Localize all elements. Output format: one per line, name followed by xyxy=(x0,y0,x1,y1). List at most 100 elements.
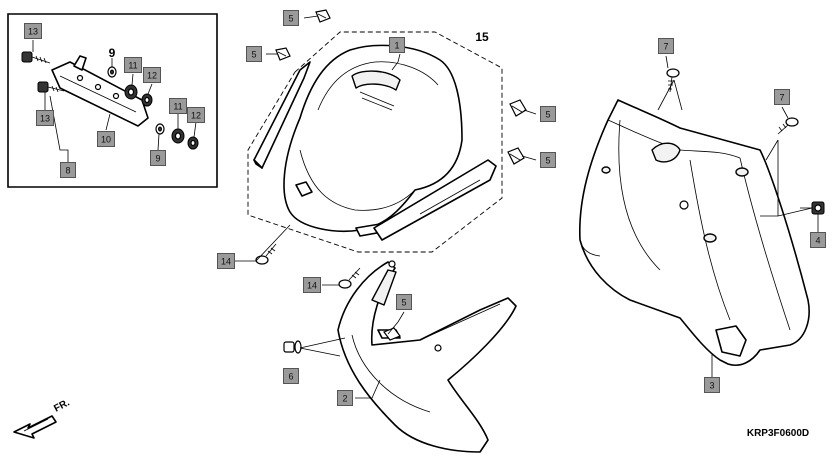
callout-tag-label: 5 xyxy=(545,156,550,166)
inset-leaders xyxy=(32,40,197,162)
inner-cover-part-3 xyxy=(578,99,810,366)
callout-tag-box xyxy=(36,110,54,126)
callout-tag-box xyxy=(150,150,166,166)
callout-tag-box xyxy=(143,67,161,83)
clip-5-top-icon xyxy=(315,9,331,23)
callout-tag-4: 4 xyxy=(810,232,826,248)
callout-tag-10: 10 xyxy=(97,131,115,147)
bolt-13-upper-icon xyxy=(21,51,51,64)
side-strip-right xyxy=(373,159,497,241)
callout-tag-box xyxy=(704,377,720,393)
callout-tag-label: 1 xyxy=(394,41,399,51)
callout-tag-1: 1 xyxy=(389,37,405,53)
screw-14-center-icon xyxy=(338,267,361,289)
callout-tag-box xyxy=(658,38,674,54)
callout-tag-box xyxy=(337,390,353,406)
screw-7-upper-icon xyxy=(666,68,680,93)
callout-tag-label: 10 xyxy=(101,135,111,145)
assembly-number-15: 15 xyxy=(475,30,489,44)
nut-12-lower-icon xyxy=(187,136,199,150)
callout-tag-12: 12 xyxy=(187,107,205,123)
callout-tag-box xyxy=(774,89,790,105)
callout-tag-13: 13 xyxy=(36,110,54,126)
callout-tag-14: 14 xyxy=(217,253,235,269)
callout-tag-label: 14 xyxy=(307,281,317,291)
callout-tag-14: 14 xyxy=(303,277,321,293)
front-indicator-label: FR. xyxy=(52,397,72,414)
callout-tag-label: 11 xyxy=(173,102,182,112)
callout-tag-box xyxy=(97,131,115,147)
callout-tag-label: 5 xyxy=(401,298,406,308)
callout-tag-box xyxy=(24,23,42,39)
callout-tag-box xyxy=(540,152,556,168)
clip-5-lower-icon xyxy=(383,327,401,341)
callout-tag-box xyxy=(60,162,76,178)
callout-tag-5: 5 xyxy=(540,152,556,168)
front-cover-part-1 xyxy=(283,44,463,237)
callout-tag-5: 5 xyxy=(246,46,262,62)
callout-tag-5: 5 xyxy=(283,10,299,26)
callout-tag-box xyxy=(283,10,299,26)
assembly-15-outline xyxy=(247,31,503,253)
center-leaders xyxy=(235,15,537,399)
callout-tag-box xyxy=(540,106,556,122)
plain-label-9: 9 xyxy=(109,46,116,60)
callout-tag-5: 5 xyxy=(540,106,556,122)
callout-tag-label: 13 xyxy=(40,114,50,124)
callout-tag-label: 2 xyxy=(342,394,347,404)
callout-tag-label: 14 xyxy=(221,257,231,267)
callout-tag-9: 9 xyxy=(150,150,166,166)
callout-tag-box xyxy=(187,107,205,123)
callout-tag-label: 11 xyxy=(128,61,137,71)
callout-tag-box xyxy=(303,277,321,293)
callout-tag-7: 7 xyxy=(658,38,674,54)
clip-5-right-upper-icon xyxy=(509,99,527,117)
bolt-13-lower-icon xyxy=(37,81,65,93)
callout-tag-label: 5 xyxy=(545,110,550,120)
callout-tag-label: 12 xyxy=(191,111,201,121)
callout-tag-box xyxy=(810,232,826,248)
callout-tag-box xyxy=(217,253,235,269)
nut-12-upper-icon xyxy=(141,93,153,107)
callout-tag-box xyxy=(389,37,405,53)
callout-tag-8: 8 xyxy=(60,162,76,178)
callout-tag-label: 6 xyxy=(288,372,293,382)
callout-tag-5: 5 xyxy=(396,294,412,310)
callout-tag-label: 5 xyxy=(251,50,256,60)
callout-tag-label: 8 xyxy=(65,166,70,176)
callout-tag-7: 7 xyxy=(774,89,790,105)
callout-tag-box xyxy=(283,368,299,384)
callout-tag-box xyxy=(246,46,262,62)
callout-tag-2: 2 xyxy=(337,390,353,406)
callout-tag-box xyxy=(396,294,412,310)
screw-14-left-icon xyxy=(255,243,277,265)
drawing-code: KRP3F0600D xyxy=(747,428,809,439)
inset-frame xyxy=(7,13,218,188)
clip-5-left-icon xyxy=(275,47,291,61)
callout-tag-box xyxy=(124,57,142,73)
bracket-part-10 xyxy=(51,55,149,127)
washer-9-upper-icon xyxy=(107,66,117,78)
callout-tag-label: 3 xyxy=(709,381,714,391)
right-leaders xyxy=(657,55,819,377)
callout-tag-box xyxy=(169,98,187,114)
callout-tag-label: 9 xyxy=(155,154,160,164)
clip-5-right-lower-icon xyxy=(507,147,525,165)
callout-tag-label: 13 xyxy=(28,27,38,37)
callout-tag-label: 7 xyxy=(663,42,668,52)
screw-7-lower-icon xyxy=(777,117,799,135)
collar-11-upper-icon xyxy=(124,84,138,100)
callout-tag-6: 6 xyxy=(283,368,299,384)
callout-tag-label: 4 xyxy=(815,236,820,246)
collar-11-lower-icon xyxy=(171,128,185,144)
callout-tag-12: 12 xyxy=(143,67,161,83)
callout-tag-13: 13 xyxy=(24,23,42,39)
lower-cover-part-2 xyxy=(337,260,517,453)
washer-9-lower-icon xyxy=(155,123,165,135)
side-strip-left xyxy=(253,61,311,169)
front-arrow-icon xyxy=(13,415,57,439)
bolt-6-icon xyxy=(283,340,302,354)
